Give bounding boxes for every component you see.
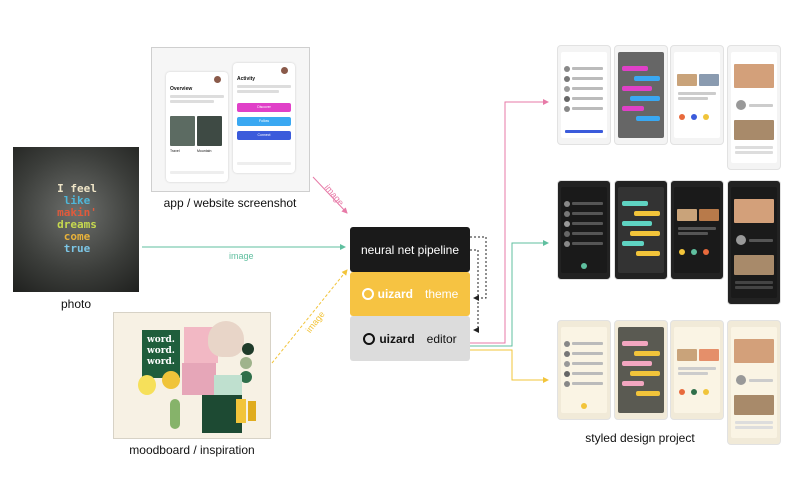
uizard-logo-icon — [361, 288, 374, 300]
output-phone-dark-1 — [557, 180, 611, 280]
moodboard-green-dot — [240, 371, 252, 383]
arrow-moodboard-to-pipeline — [271, 269, 348, 364]
app-mock-thumb-mountain — [197, 116, 222, 146]
output-phone-dark-2 — [614, 180, 668, 280]
uizard-theme-box: uizard theme — [350, 272, 470, 316]
app-mock-button-discover: Discover — [237, 103, 291, 112]
output-phone-cream-3 — [670, 320, 724, 420]
uizard-editor-label: editor — [426, 331, 457, 346]
output-phone-light-2 — [614, 45, 668, 145]
app-mock-avatar — [281, 67, 288, 74]
output-phone-cream-4 — [727, 320, 781, 445]
edge-label-photo: image — [229, 251, 254, 261]
photo-word: makin' — [57, 206, 97, 219]
app-mock-activity-title: Activity — [237, 76, 256, 82]
output-phone-cream-1 — [557, 320, 611, 420]
moodboard-dark-dot — [242, 343, 254, 355]
neural-net-pipeline-box: neural net pipeline — [350, 227, 470, 272]
photo-word: come — [63, 230, 91, 243]
moodboard-mint-panel — [214, 375, 242, 395]
neural-net-pipeline-label: neural net pipeline — [360, 242, 460, 257]
caption-moodboard: moodboard / inspiration — [129, 443, 255, 457]
output-phone-light-1 — [557, 45, 611, 145]
moodboard-word: word. — [147, 357, 175, 367]
output-phone-dark-4 — [727, 180, 781, 305]
uizard-brand: uizard — [379, 331, 415, 346]
app-mock-thumb-label: Mountain — [197, 149, 212, 153]
moodboard-yellow-bottle — [236, 399, 246, 423]
photo-letter-blocks: I feel like makin' dreams come true — [39, 183, 115, 255]
caption-app-screenshot: app / website screenshot — [163, 196, 297, 210]
app-mock-button-follow: Follow — [237, 117, 291, 126]
uizard-editor-box: uizard editor — [350, 316, 470, 361]
output-phone-dark-3 — [670, 180, 724, 280]
photo-word: dreams — [57, 218, 97, 231]
caption-styled-project: styled design project — [585, 431, 695, 445]
moodboard-lemon — [138, 375, 156, 395]
app-screenshot-frame: Overview Travel Mountain Activity Discov… — [151, 47, 310, 192]
app-mock-thumb-label: Travel — [170, 149, 180, 153]
arrow-pipeline-to-cream-project — [470, 349, 549, 383]
app-mock-phone-left: Overview Travel Mountain — [166, 72, 228, 182]
app-mock-overview-title: Overview — [170, 86, 193, 92]
uizard-brand: uizard — [377, 287, 413, 301]
uizard-logo-icon — [363, 332, 376, 345]
moodboard-image: word. word. word. — [113, 312, 271, 439]
arrow-pipeline-to-dark-project — [470, 240, 549, 347]
arrow-pipeline-to-light-project — [470, 99, 549, 344]
photo-word: like — [63, 194, 91, 207]
moodboard-dark-green-panel — [202, 395, 242, 433]
moodboard-yellow-circle — [162, 371, 180, 389]
dotted-feedback-arrow-icon — [470, 236, 487, 301]
arrow-app-to-pipeline — [312, 176, 348, 214]
moodboard-sage-dot — [240, 357, 252, 369]
app-mock-avatar — [214, 76, 221, 83]
app-mock-thumb-travel — [170, 116, 195, 146]
app-mock-phone-right: Activity Discover Follow Connect — [233, 63, 295, 173]
caption-photo: photo — [60, 297, 92, 311]
output-phone-light-4 — [727, 45, 781, 170]
output-phone-light-3 — [670, 45, 724, 145]
moodboard-pink-panel — [182, 363, 216, 395]
photo-image: I feel like makin' dreams come true — [13, 147, 139, 292]
moodboard-yellow-bottle — [248, 401, 256, 421]
output-phone-cream-2 — [614, 320, 668, 420]
app-mock-button-connect: Connect — [237, 131, 291, 140]
photo-word: true — [63, 242, 91, 255]
uizard-theme-label: theme — [424, 287, 459, 301]
moodboard-cactus — [170, 399, 180, 429]
photo-word: I feel — [57, 182, 97, 195]
moodboard-word: word. — [147, 346, 175, 356]
moodboard-green-card: word. word. word. — [142, 330, 180, 378]
moodboard-word: word. — [147, 335, 175, 345]
dotted-feedback-arrow-icon — [470, 249, 479, 333]
moodboard-figure — [208, 321, 244, 357]
